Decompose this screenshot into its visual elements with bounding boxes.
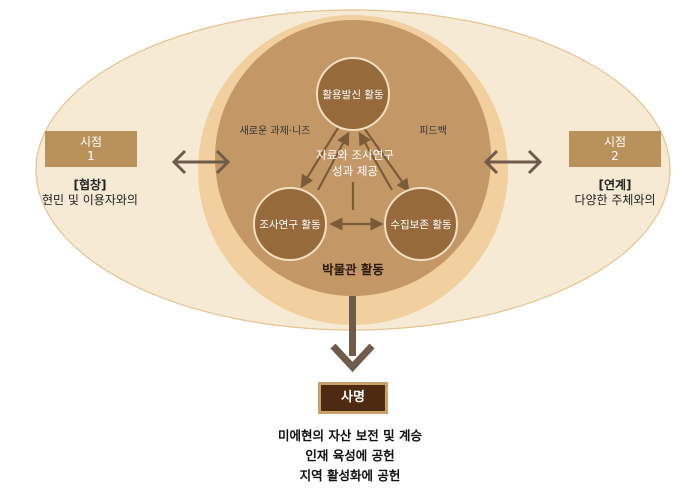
viewpoint-2-number: 2	[611, 149, 619, 163]
viewpoint-2-caption: [연계] 다양한 주체와의	[545, 178, 685, 208]
node-top-label: 활용발신 활동	[322, 88, 384, 101]
mission-list: 미에현의 자산 보전 및 계승 인재 육성에 공헌 지역 활성화에 공헌	[230, 426, 470, 486]
viewpoint-1-text: 현민 및 이용자와의	[42, 193, 138, 207]
viewpoint-1-box: 시점 1	[45, 131, 137, 167]
double-arrow-left	[171, 149, 231, 175]
flow-label-center-2: 성과 제공	[332, 164, 378, 178]
mission-arrow	[330, 296, 375, 373]
mission-box: 사명	[318, 382, 388, 414]
node-left-label: 조사연구 활동	[259, 218, 321, 231]
flow-label-center-1: 자료와 조사연구	[316, 148, 394, 162]
viewpoint-2-title: 시점	[603, 135, 627, 149]
arrow-top-to-left	[300, 127, 339, 189]
mission-label: 사명	[341, 390, 365, 405]
node-right	[384, 187, 458, 261]
flow-label-needs: 새로운 과제·니즈	[240, 125, 311, 137]
flow-label-feedback: 피드백	[419, 125, 447, 137]
viewpoint-1-heading: [협창]	[73, 178, 107, 192]
museum-activity-label: 박물관 활동	[322, 262, 384, 277]
viewpoint-1-caption: [협창] 현민 및 이용자와의	[20, 178, 160, 208]
arrow-right-to-top	[358, 131, 393, 191]
viewpoint-1-title: 시점	[79, 135, 103, 149]
viewpoint-1-number: 1	[87, 149, 95, 163]
viewpoint-2-heading: [연계]	[598, 178, 632, 192]
node-right-label: 수집보존 활동	[390, 218, 452, 231]
mission-item: 인재 육성에 공헌	[305, 448, 395, 463]
node-top	[316, 57, 390, 131]
arrow-left-to-top	[317, 131, 350, 191]
viewpoint-2-text: 다양한 주체와의	[574, 193, 656, 207]
node-left	[253, 187, 327, 261]
viewpoint-2-box: 시점 2	[569, 131, 661, 167]
double-arrow-right	[483, 149, 543, 175]
mission-item: 미에현의 자산 보전 및 계승	[278, 428, 422, 443]
arrow-top-to-right	[363, 127, 410, 193]
mission-item: 지역 활성화에 공헌	[299, 468, 401, 483]
